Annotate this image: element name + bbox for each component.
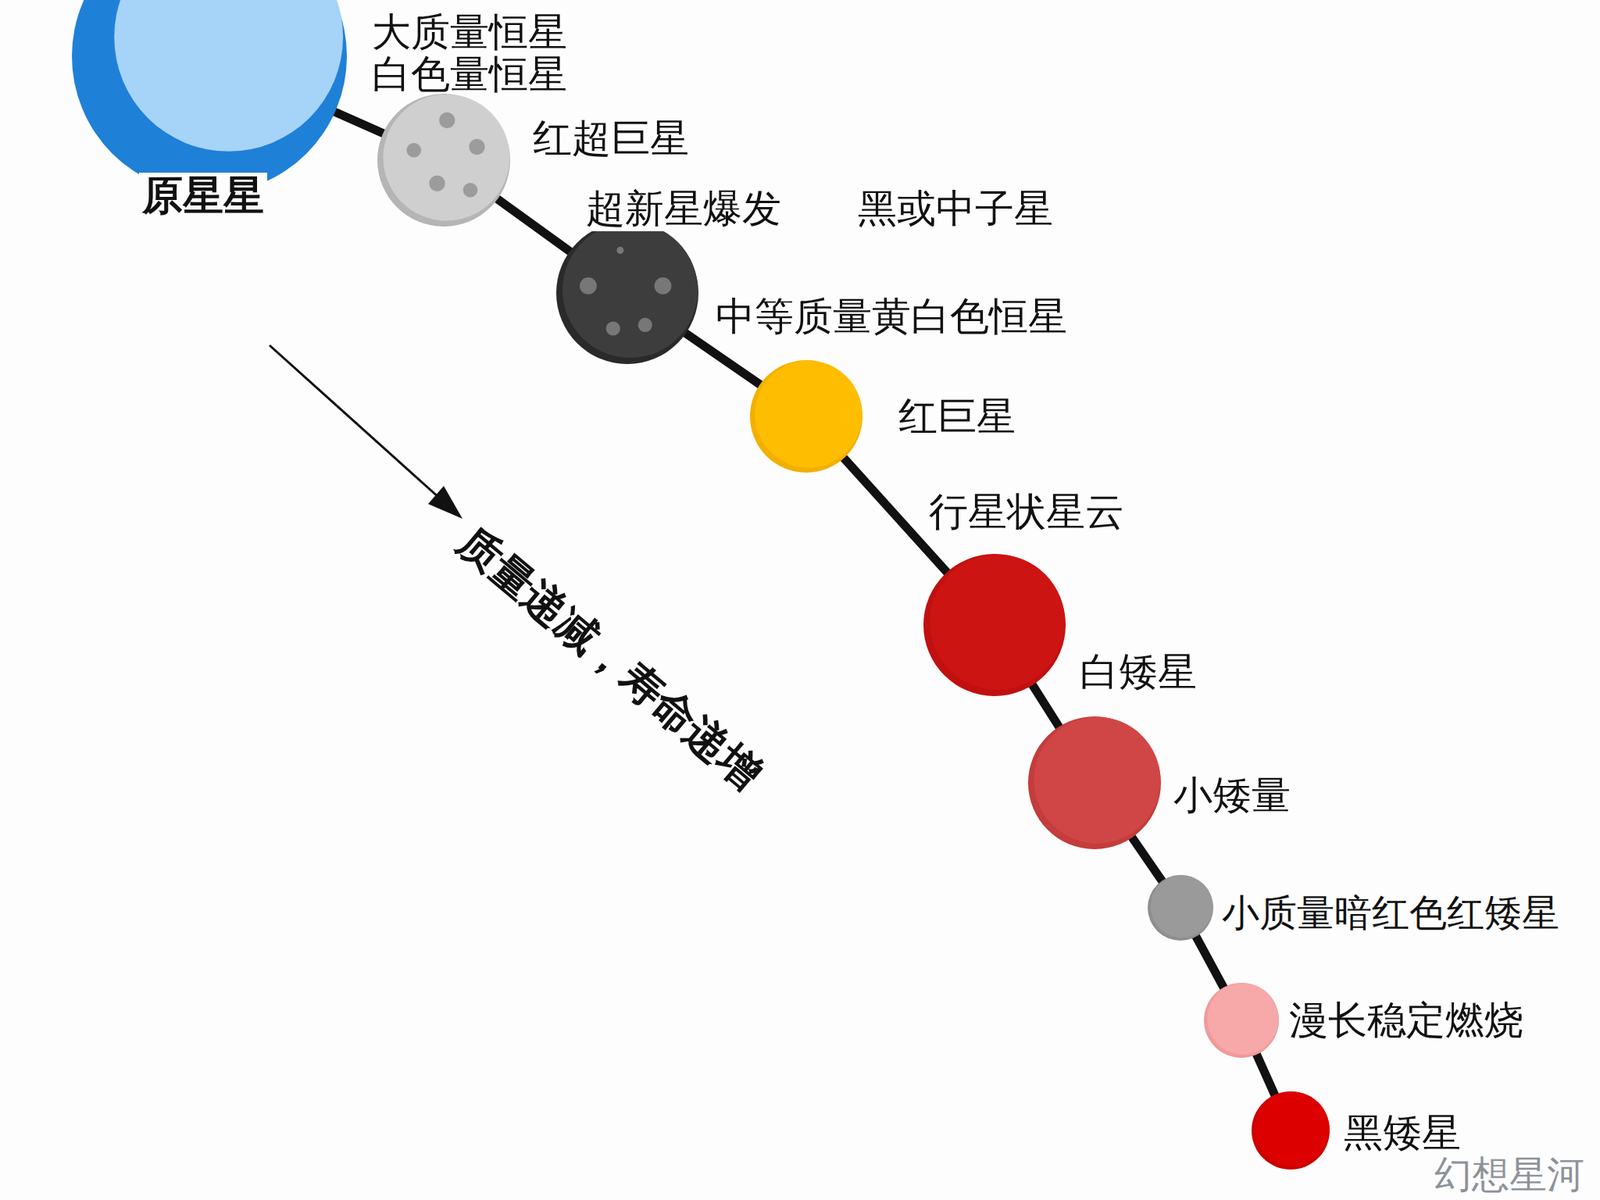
star-label: 红超巨星 bbox=[529, 115, 693, 161]
star-circle: 行星状星云白矮星 bbox=[923, 553, 1066, 697]
trend-label: 质量递减，寿命递增 bbox=[446, 514, 774, 803]
trend-arrow-line bbox=[269, 345, 447, 505]
star-circle: 漫长稳定燃烧 bbox=[1203, 982, 1279, 1058]
star-shape bbox=[1203, 982, 1279, 1058]
star-circle: 大质量恒星 白色量恒星原星星 bbox=[71, 0, 347, 194]
star-label: 红巨星 bbox=[895, 393, 1019, 440]
star-shape bbox=[923, 553, 1066, 697]
star-shape bbox=[377, 93, 511, 227]
evolution-track bbox=[332, 110, 386, 135]
star-label: 中等质量黄白色恒星 bbox=[712, 293, 1071, 340]
evolution-track bbox=[683, 331, 763, 386]
star-label: 超新星爆发 bbox=[582, 185, 785, 232]
star-shape bbox=[1147, 875, 1214, 941]
star-circle: 黑矮星 bbox=[1251, 1091, 1330, 1170]
star-circle: 小矮量 bbox=[1028, 716, 1161, 850]
star-circle: 红超巨星 bbox=[377, 93, 511, 227]
star-label: 黑矮星 bbox=[1340, 1110, 1465, 1156]
star-label: 小矮量 bbox=[1170, 772, 1294, 818]
star-shape bbox=[556, 221, 699, 365]
evolution-track bbox=[495, 196, 573, 254]
star-shape bbox=[71, 0, 347, 194]
star-circle: 超新星爆发黑或中子星 bbox=[556, 221, 699, 365]
evolution-track bbox=[1194, 933, 1225, 990]
evolution-track bbox=[1255, 1051, 1276, 1098]
star-label: 漫长稳定燃烧 bbox=[1285, 997, 1527, 1043]
star-label: 白矮星 bbox=[1076, 649, 1200, 695]
star-shape bbox=[1251, 1091, 1330, 1170]
star-shape bbox=[1028, 716, 1161, 850]
evolution-track bbox=[1130, 835, 1165, 884]
star-shape bbox=[750, 360, 863, 473]
star-label: 大质量恒星 白色量恒星 bbox=[368, 10, 586, 96]
star-circle: 小质量暗红色红矮星 bbox=[1147, 875, 1214, 941]
star-label: 原星星 bbox=[139, 172, 268, 218]
trend-arrow-head bbox=[428, 485, 463, 519]
star-label: 黑或中子星 bbox=[854, 185, 1057, 232]
evolution-track bbox=[1031, 682, 1061, 729]
star-circle: 中等质量黄白色恒星红巨星 bbox=[750, 360, 863, 473]
star-label: 行星状星云 bbox=[925, 489, 1128, 535]
star-label: 小质量暗红色红矮星 bbox=[1218, 889, 1563, 936]
watermark: 幻想星河 bbox=[1434, 1150, 1585, 1200]
